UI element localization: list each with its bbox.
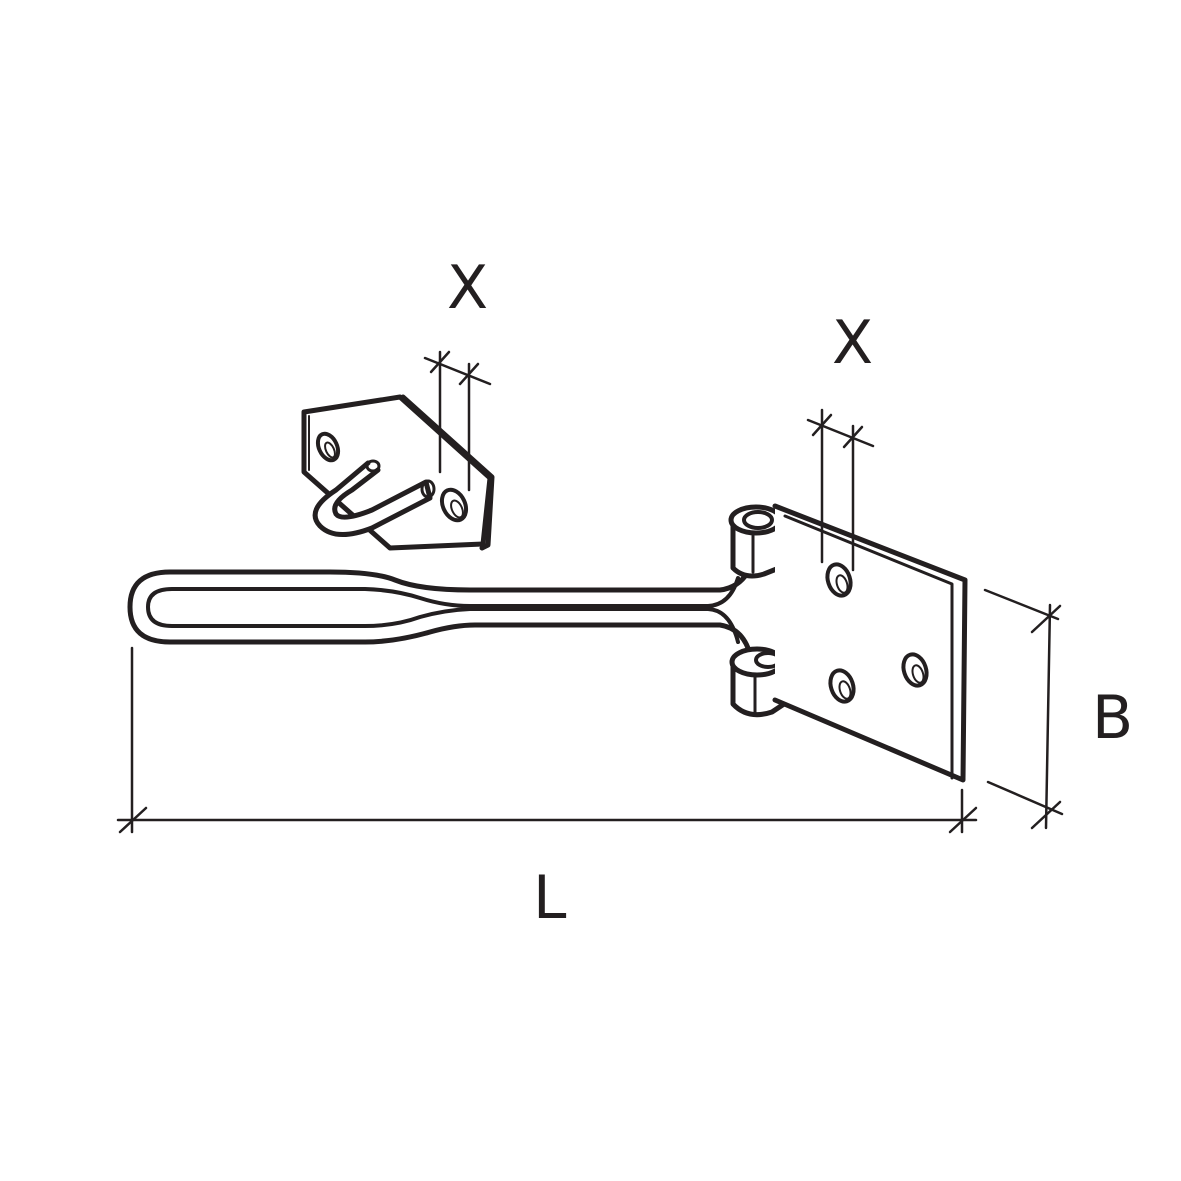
staple-plate-hole-right (439, 487, 469, 523)
hinge-plate (772, 503, 968, 783)
staple-plate-hole-left (315, 431, 341, 463)
hinge-plate-hole-bottom (828, 668, 856, 704)
dimension-label-l: L (533, 863, 567, 933)
dimension-label-x-plate: X (832, 308, 874, 378)
staple-loop (312, 460, 433, 537)
dimension-label-x-staple: X (447, 253, 489, 323)
hinge-plate-hole-top (825, 562, 853, 598)
dimension-l (116, 646, 978, 834)
hasp-arm (127, 569, 751, 651)
dimension-x-plate (806, 408, 875, 572)
dimension-b (983, 588, 1064, 830)
hinge-plate-hole-right (901, 652, 929, 688)
staple-plate (301, 394, 495, 551)
dimension-label-b: B (1092, 683, 1134, 753)
hinge-barrel-top (728, 504, 787, 579)
dimension-x-staple (423, 350, 492, 492)
